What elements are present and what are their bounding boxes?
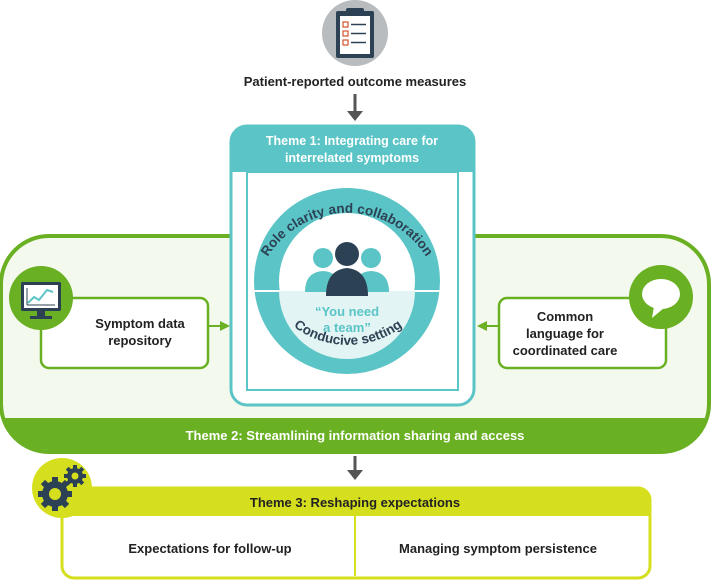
symptom-data-box [39,296,210,370]
theme2-title-band [3,404,707,450]
team-people-icon [305,242,389,296]
clipboard-icon [322,0,388,66]
gears-icon [32,458,92,518]
speech-bubble-icon [629,265,693,329]
common-language-box [497,296,668,370]
common-language-line3: coordinated care [513,343,618,358]
arrow-right-to-center [477,321,499,331]
arrow-down-bottom [347,456,363,480]
arrow-left-to-center [208,321,230,331]
theme3-title-band [62,488,650,516]
common-language-line1: Common [537,309,593,324]
theme3-title: Theme 3: Reshaping expectations [250,495,460,510]
theme1-inner-frame [246,171,459,391]
theme1-title-band [231,126,474,172]
common-language-line2: language for [526,326,604,341]
quote-line2: a team” [323,320,371,335]
symptom-data-line2: repository [108,333,172,348]
theme1-title-line1: Theme 1: Integrating care for [266,134,438,148]
prom-label: Patient-reported outcome measures [244,74,467,89]
arrow-down-top [347,94,363,121]
theme3-right-item: Managing symptom persistence [399,541,597,556]
theme3-box [60,486,652,580]
quote-line1: “You need [315,304,379,319]
theme3-left-item: Expectations for follow-up [128,541,291,556]
theme2-title: Theme 2: Streamlining information sharin… [186,428,525,443]
monitor-chart-icon [9,266,73,330]
symptom-data-line1: Symptom data [95,316,185,331]
theme1-title-line2: interrelated symptoms [285,151,419,165]
